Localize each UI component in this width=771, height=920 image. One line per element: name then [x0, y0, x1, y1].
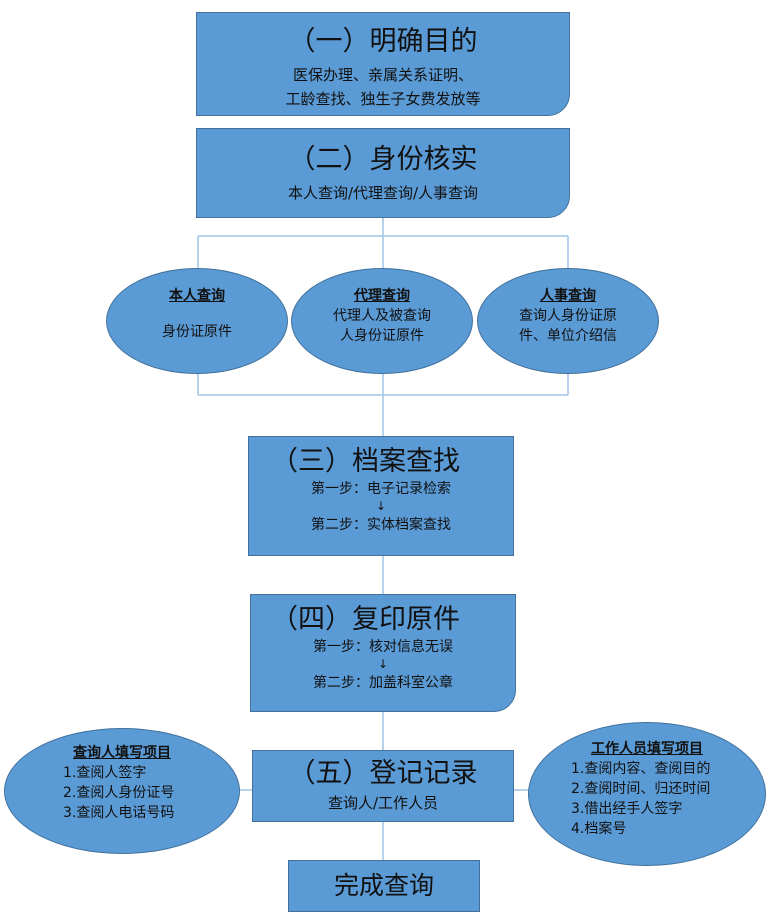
- step-2-box: （二）身份核实 本人查询/代理查询/人事查询: [196, 128, 570, 218]
- register-right-list: 1.查阅内容、查阅目的 2.查阅时间、归还时间 3.借出经手人签字 4.档案号: [529, 759, 765, 839]
- final-title: 完成查询: [333, 871, 434, 900]
- identity-proxy-title: 代理查询: [354, 288, 410, 304]
- register-right-ellipse: 工作人员填写项目 1.查阅内容、查阅目的 2.查阅时间、归还时间 3.借出经手人…: [528, 722, 766, 866]
- register-left-title: 查询人填写项目: [73, 745, 171, 761]
- step-5-title: （五）登记记录: [288, 758, 478, 789]
- down-arrow-icon: ↓: [375, 499, 387, 513]
- step-4-title: （四）复印原件: [271, 604, 460, 635]
- register-right-item-1: 1.查阅内容、查阅目的: [571, 761, 711, 777]
- identity-proxy-line-2: 人身份证原件: [340, 328, 424, 344]
- final-box: 完成查询: [288, 860, 480, 912]
- step-4-box: （四）复印原件 第一步：核对信息无误 ↓ 第二步：加盖科室公章: [250, 594, 516, 712]
- identity-proxy-ellipse: 代理查询 代理人及被查询 人身份证原件: [291, 268, 473, 374]
- register-right-item-3: 3.借出经手人签字: [571, 801, 683, 817]
- step-3-title: （三）档案查找: [271, 446, 460, 477]
- register-left-list: 1.查阅人签字 2.查阅人身份证号 3.查阅人电话号码: [5, 763, 239, 823]
- step-1-box: （一）明确目的 医保办理、亲属关系证明、 工龄查找、独生子女费发放等: [196, 12, 570, 116]
- step-4-line-1: 第一步：核对信息无误: [313, 639, 453, 655]
- register-left-item-1: 1.查阅人签字: [63, 765, 147, 781]
- step-2-line-1: 本人查询/代理查询/人事查询: [287, 184, 479, 202]
- step-5-box: （五）登记记录 查询人/工作人员: [252, 750, 514, 822]
- step-5-line-1: 查询人/工作人员: [327, 794, 439, 812]
- identity-hr-line-2: 件、单位介绍信: [519, 328, 617, 344]
- down-arrow-icon: ↓: [377, 657, 389, 671]
- step-3-box: （三）档案查找 第一步：电子记录检索 ↓ 第二步：实体档案查找: [248, 436, 514, 556]
- identity-self-line-1: 身份证原件: [162, 324, 232, 340]
- identity-self-ellipse: 本人查询 身份证原件: [106, 268, 288, 374]
- register-left-item-3: 3.查阅人电话号码: [63, 805, 175, 821]
- step-4-line-2: 第二步：加盖科室公章: [313, 675, 453, 691]
- identity-hr-line-1: 查询人身份证原: [519, 308, 617, 324]
- step-1-title: （一）明确目的: [288, 26, 478, 57]
- step-3-line-2: 第二步：实体档案查找: [311, 517, 451, 533]
- step-2-title: （二）身份核实: [288, 144, 478, 175]
- step-1-line-1: 医保办理、亲属关系证明、: [292, 66, 473, 84]
- identity-hr-ellipse: 人事查询 查询人身份证原 件、单位介绍信: [477, 268, 659, 374]
- identity-hr-title: 人事查询: [540, 288, 596, 304]
- identity-proxy-line-1: 代理人及被查询: [333, 308, 431, 324]
- register-left-item-2: 2.查阅人身份证号: [63, 785, 175, 801]
- register-right-item-2: 2.查阅时间、归还时间: [571, 781, 711, 797]
- step-1-line-2: 工龄查找、独生子女费发放等: [285, 90, 481, 108]
- register-left-ellipse: 查询人填写项目 1.查阅人签字 2.查阅人身份证号 3.查阅人电话号码: [4, 728, 240, 854]
- step-3-line-1: 第一步：电子记录检索: [311, 481, 451, 497]
- register-right-title: 工作人员填写项目: [591, 741, 703, 757]
- identity-self-title: 本人查询: [169, 288, 225, 304]
- register-right-item-4: 4.档案号: [571, 821, 627, 837]
